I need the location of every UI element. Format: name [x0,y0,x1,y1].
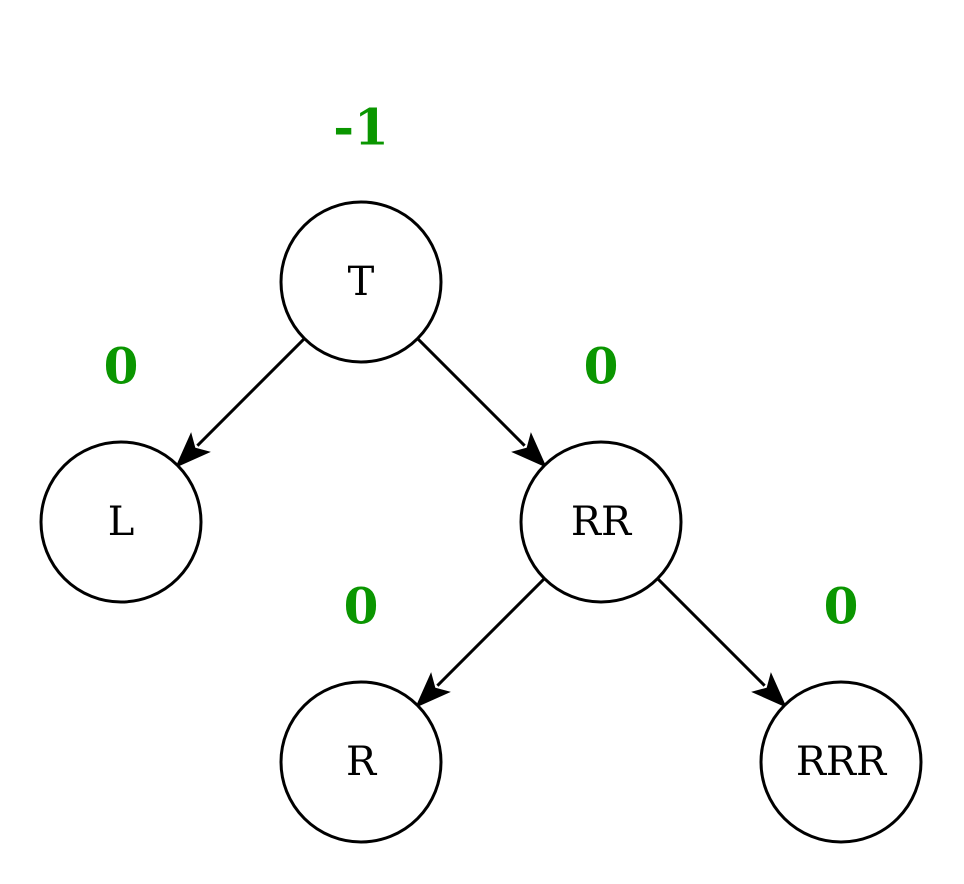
edge-line [196,337,306,447]
node-circle [279,680,443,844]
edge-t-l [175,337,306,468]
edge-line [416,337,526,447]
edge-rr-rrr [656,577,787,708]
node-rr: RR [519,440,683,604]
arrowhead-icon [511,432,547,468]
node-label: RR [571,499,633,545]
node-t: T [279,200,443,364]
balance-factor-rr: 0 [584,337,619,396]
node-label: RRR [796,739,888,785]
balance-factor-rrr: 0 [824,577,859,636]
node-circle [279,200,443,364]
node-l: L [39,440,203,604]
node-label: R [346,739,378,785]
node-label: L [108,499,135,545]
edge-t-rr [416,337,547,468]
node-circle [39,440,203,604]
arrowhead-icon [175,432,211,468]
edge-line [656,577,766,687]
balance-factor-l: 0 [104,337,139,396]
edge-rr-r [415,577,546,708]
node-r: R [279,680,443,844]
node-label: T [348,259,375,305]
node-circle [759,680,923,844]
edges-layer [175,337,787,708]
node-circle [519,440,683,604]
balance-factor-r: 0 [344,577,379,636]
edge-line [436,577,546,687]
balance-labels-layer: -1 0 0 0 0 [104,98,859,636]
arrowhead-icon [415,672,451,708]
arrowhead-icon [751,672,787,708]
balance-factor-t: -1 [333,98,389,157]
node-rrr: RRR [759,680,923,844]
